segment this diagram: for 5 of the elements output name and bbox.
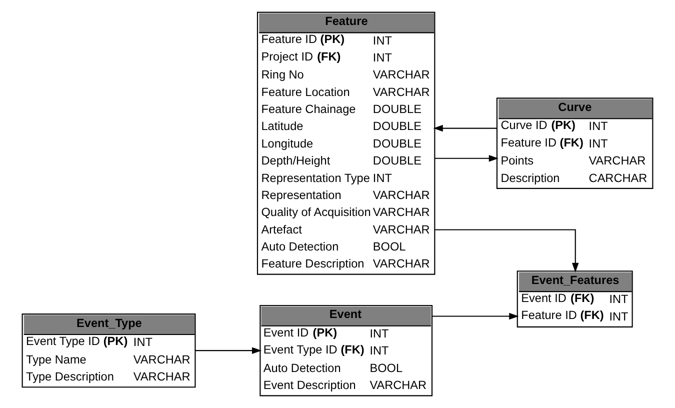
arrow xyxy=(433,124,497,132)
arrow xyxy=(195,347,262,354)
arrow xyxy=(432,312,519,320)
arrow xyxy=(434,229,579,272)
arrow xyxy=(434,154,499,162)
